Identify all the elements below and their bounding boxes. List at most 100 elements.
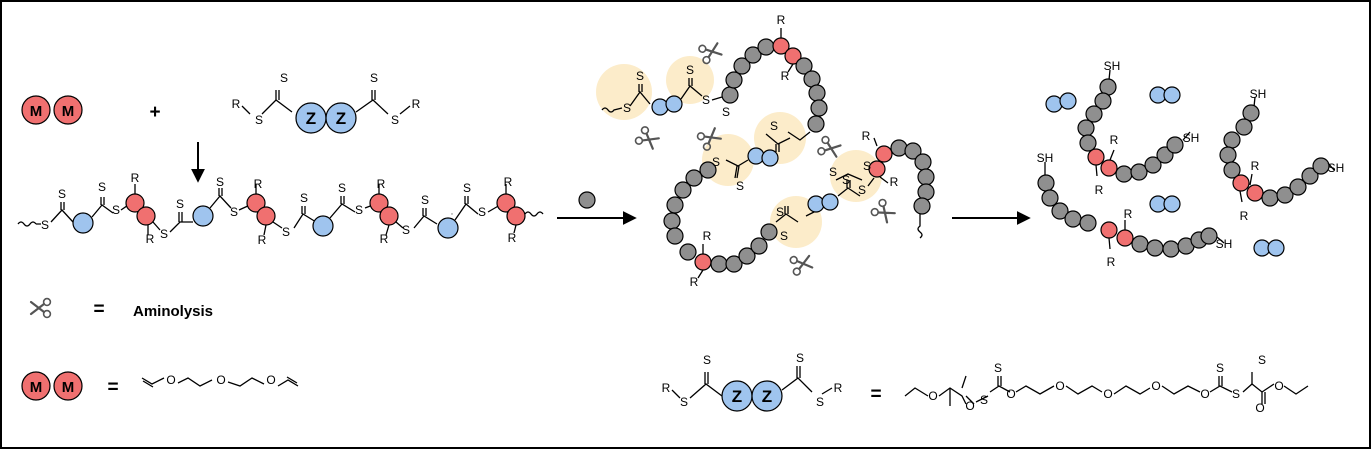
thiol-label: SH (1037, 151, 1054, 165)
monomer-label: M (30, 103, 43, 120)
middle-network (596, 28, 934, 278)
amine-bead (579, 192, 595, 208)
s-label: S (98, 180, 106, 194)
s-label: S (338, 181, 346, 195)
s-label: S (636, 69, 644, 83)
s-label: S (686, 63, 694, 77)
s-label: S (680, 395, 688, 409)
oxygen-label: O (965, 399, 974, 413)
s-label: S (736, 179, 744, 193)
r-label: R (504, 175, 513, 189)
s-label: S (722, 105, 730, 119)
thiol-label: SH (1250, 87, 1267, 101)
cta-label: Z (336, 109, 346, 128)
s-label: S (1216, 361, 1224, 375)
s-label: S (858, 183, 866, 197)
oxygen-label: O (1055, 379, 1064, 393)
monomer-label: M (62, 103, 75, 120)
r-label: R (1110, 133, 1119, 147)
s-label: S (816, 395, 824, 409)
r-label: R (703, 229, 712, 243)
s-label: S (623, 101, 631, 115)
s-label: S (703, 353, 711, 367)
r-label: R (862, 129, 871, 143)
monomer-label: M (62, 379, 75, 396)
r-label: R (690, 275, 699, 289)
r-label: R (131, 171, 140, 185)
cta-top (242, 90, 410, 133)
s-label: S (780, 229, 788, 243)
s-label: S (216, 175, 224, 189)
s-label: S (355, 203, 363, 217)
oxygen-label: O (266, 373, 275, 387)
s-label: S (421, 193, 429, 207)
s-label: S (863, 159, 871, 173)
oxygen-label: O (1103, 387, 1112, 401)
oxygen-label: O (166, 373, 175, 387)
oxygen-label: O (1200, 387, 1209, 401)
r-label: R (1124, 207, 1133, 221)
r-label: R (777, 13, 786, 27)
cta-legend (672, 366, 832, 411)
r-label: R (380, 232, 389, 246)
s-label: S (776, 205, 784, 219)
s-label: S (994, 361, 1002, 375)
s-label: S (980, 393, 988, 407)
oxygen-label: O (1255, 401, 1264, 415)
s-label: S (230, 205, 238, 219)
thiol-label: SH (1104, 59, 1121, 73)
s-label: S (829, 165, 837, 179)
s-label: S (402, 223, 410, 237)
thiol-label: SH (1216, 237, 1233, 251)
s-label: S (282, 225, 290, 239)
s-label: S (478, 205, 486, 219)
s-label: S (770, 119, 778, 133)
aminolysis-label: Aminolysis (133, 303, 213, 320)
r-label: R (412, 97, 421, 111)
s-label: S (41, 218, 49, 232)
r-label: R (232, 97, 241, 111)
s-label: S (58, 187, 66, 201)
thiol-label: SH (1328, 161, 1345, 175)
s-label: S (160, 227, 168, 241)
s-label: S (255, 113, 263, 127)
s-label: S (463, 181, 471, 195)
equals-sign: = (107, 377, 118, 398)
s-label: S (370, 71, 378, 85)
oxygen-label: O (216, 373, 225, 387)
r-label: R (890, 175, 899, 189)
r-label: R (834, 381, 843, 395)
r-label: R (254, 177, 263, 191)
cta-label: Z (732, 387, 742, 406)
equals-sign: = (93, 299, 104, 320)
s-label: S (112, 203, 120, 217)
r-label: R (781, 69, 790, 83)
oxygen-label: O (1274, 379, 1283, 393)
oxygen-label: O (1006, 387, 1015, 401)
r-label: R (1240, 209, 1249, 223)
r-label: R (1251, 159, 1260, 173)
cta-label: Z (306, 109, 316, 128)
r-label: R (1107, 255, 1116, 269)
s-label: S (280, 71, 288, 85)
s-label: S (391, 113, 399, 127)
monomer-label: M (30, 379, 43, 396)
r-label: R (258, 233, 267, 247)
thiol-label: SH (1183, 131, 1200, 145)
s-label: S (1258, 353, 1266, 367)
scissors-icon (31, 299, 50, 318)
s-label: S (702, 93, 710, 107)
r-label: R (377, 177, 386, 191)
r-label: R (508, 231, 517, 245)
static-artwork (18, 28, 1334, 411)
s-label: S (1232, 387, 1240, 401)
r-label: R (1095, 183, 1104, 197)
s-label: S (796, 351, 804, 365)
s-label: S (712, 155, 720, 169)
s-label: S (842, 173, 850, 187)
cta-label: Z (762, 387, 772, 406)
r-label: R (146, 232, 155, 246)
